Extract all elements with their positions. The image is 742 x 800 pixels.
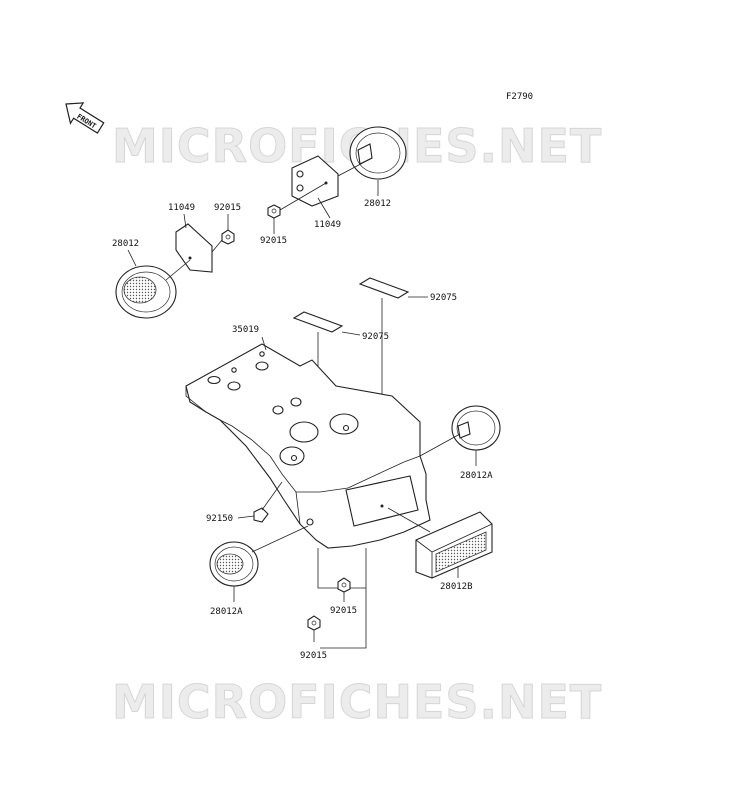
part-label-28012a-right: 28012A [460,471,493,481]
part-label-28012b: 28012B [440,582,473,592]
part-label-92015-bottom-1: 92015 [330,606,357,616]
part-label-28012a-left: 28012A [210,607,243,617]
part-label-92015-bottom-2: 92015 [300,651,327,661]
part-label-35019: 35019 [232,325,259,335]
part-label-92015-left: 92015 [214,203,241,213]
reflector-left-assembly [115,223,235,319]
part-label-11049-left: 11049 [168,203,195,213]
part-label-92150: 92150 [206,514,233,524]
figure-code: F2790 [506,92,533,102]
reflector-28012a-right [451,405,501,451]
screw-92150 [253,481,283,523]
watermark-bottom: MICROFICHES.NET [112,675,602,729]
part-label-28012-left: 28012 [112,239,139,249]
license-lamp-28012b [415,511,493,579]
reflector-top-assembly [267,126,407,219]
pad-92075-mid [292,311,344,333]
part-label-92075-right: 92075 [430,293,457,303]
front-arrow-icon: FRONT [65,102,105,134]
part-label-92075-mid: 92075 [362,332,389,342]
part-label-92015-top: 92015 [260,236,287,246]
nut-92015-bottom-1 [337,577,351,593]
reflector-28012a-left [209,541,259,587]
nut-92015-bottom-2 [307,615,321,631]
part-label-11049-top: 11049 [314,220,341,230]
rear-fender-35019 [185,343,431,549]
pad-92075-right [358,277,410,299]
part-label-28012-top: 28012 [364,199,391,209]
